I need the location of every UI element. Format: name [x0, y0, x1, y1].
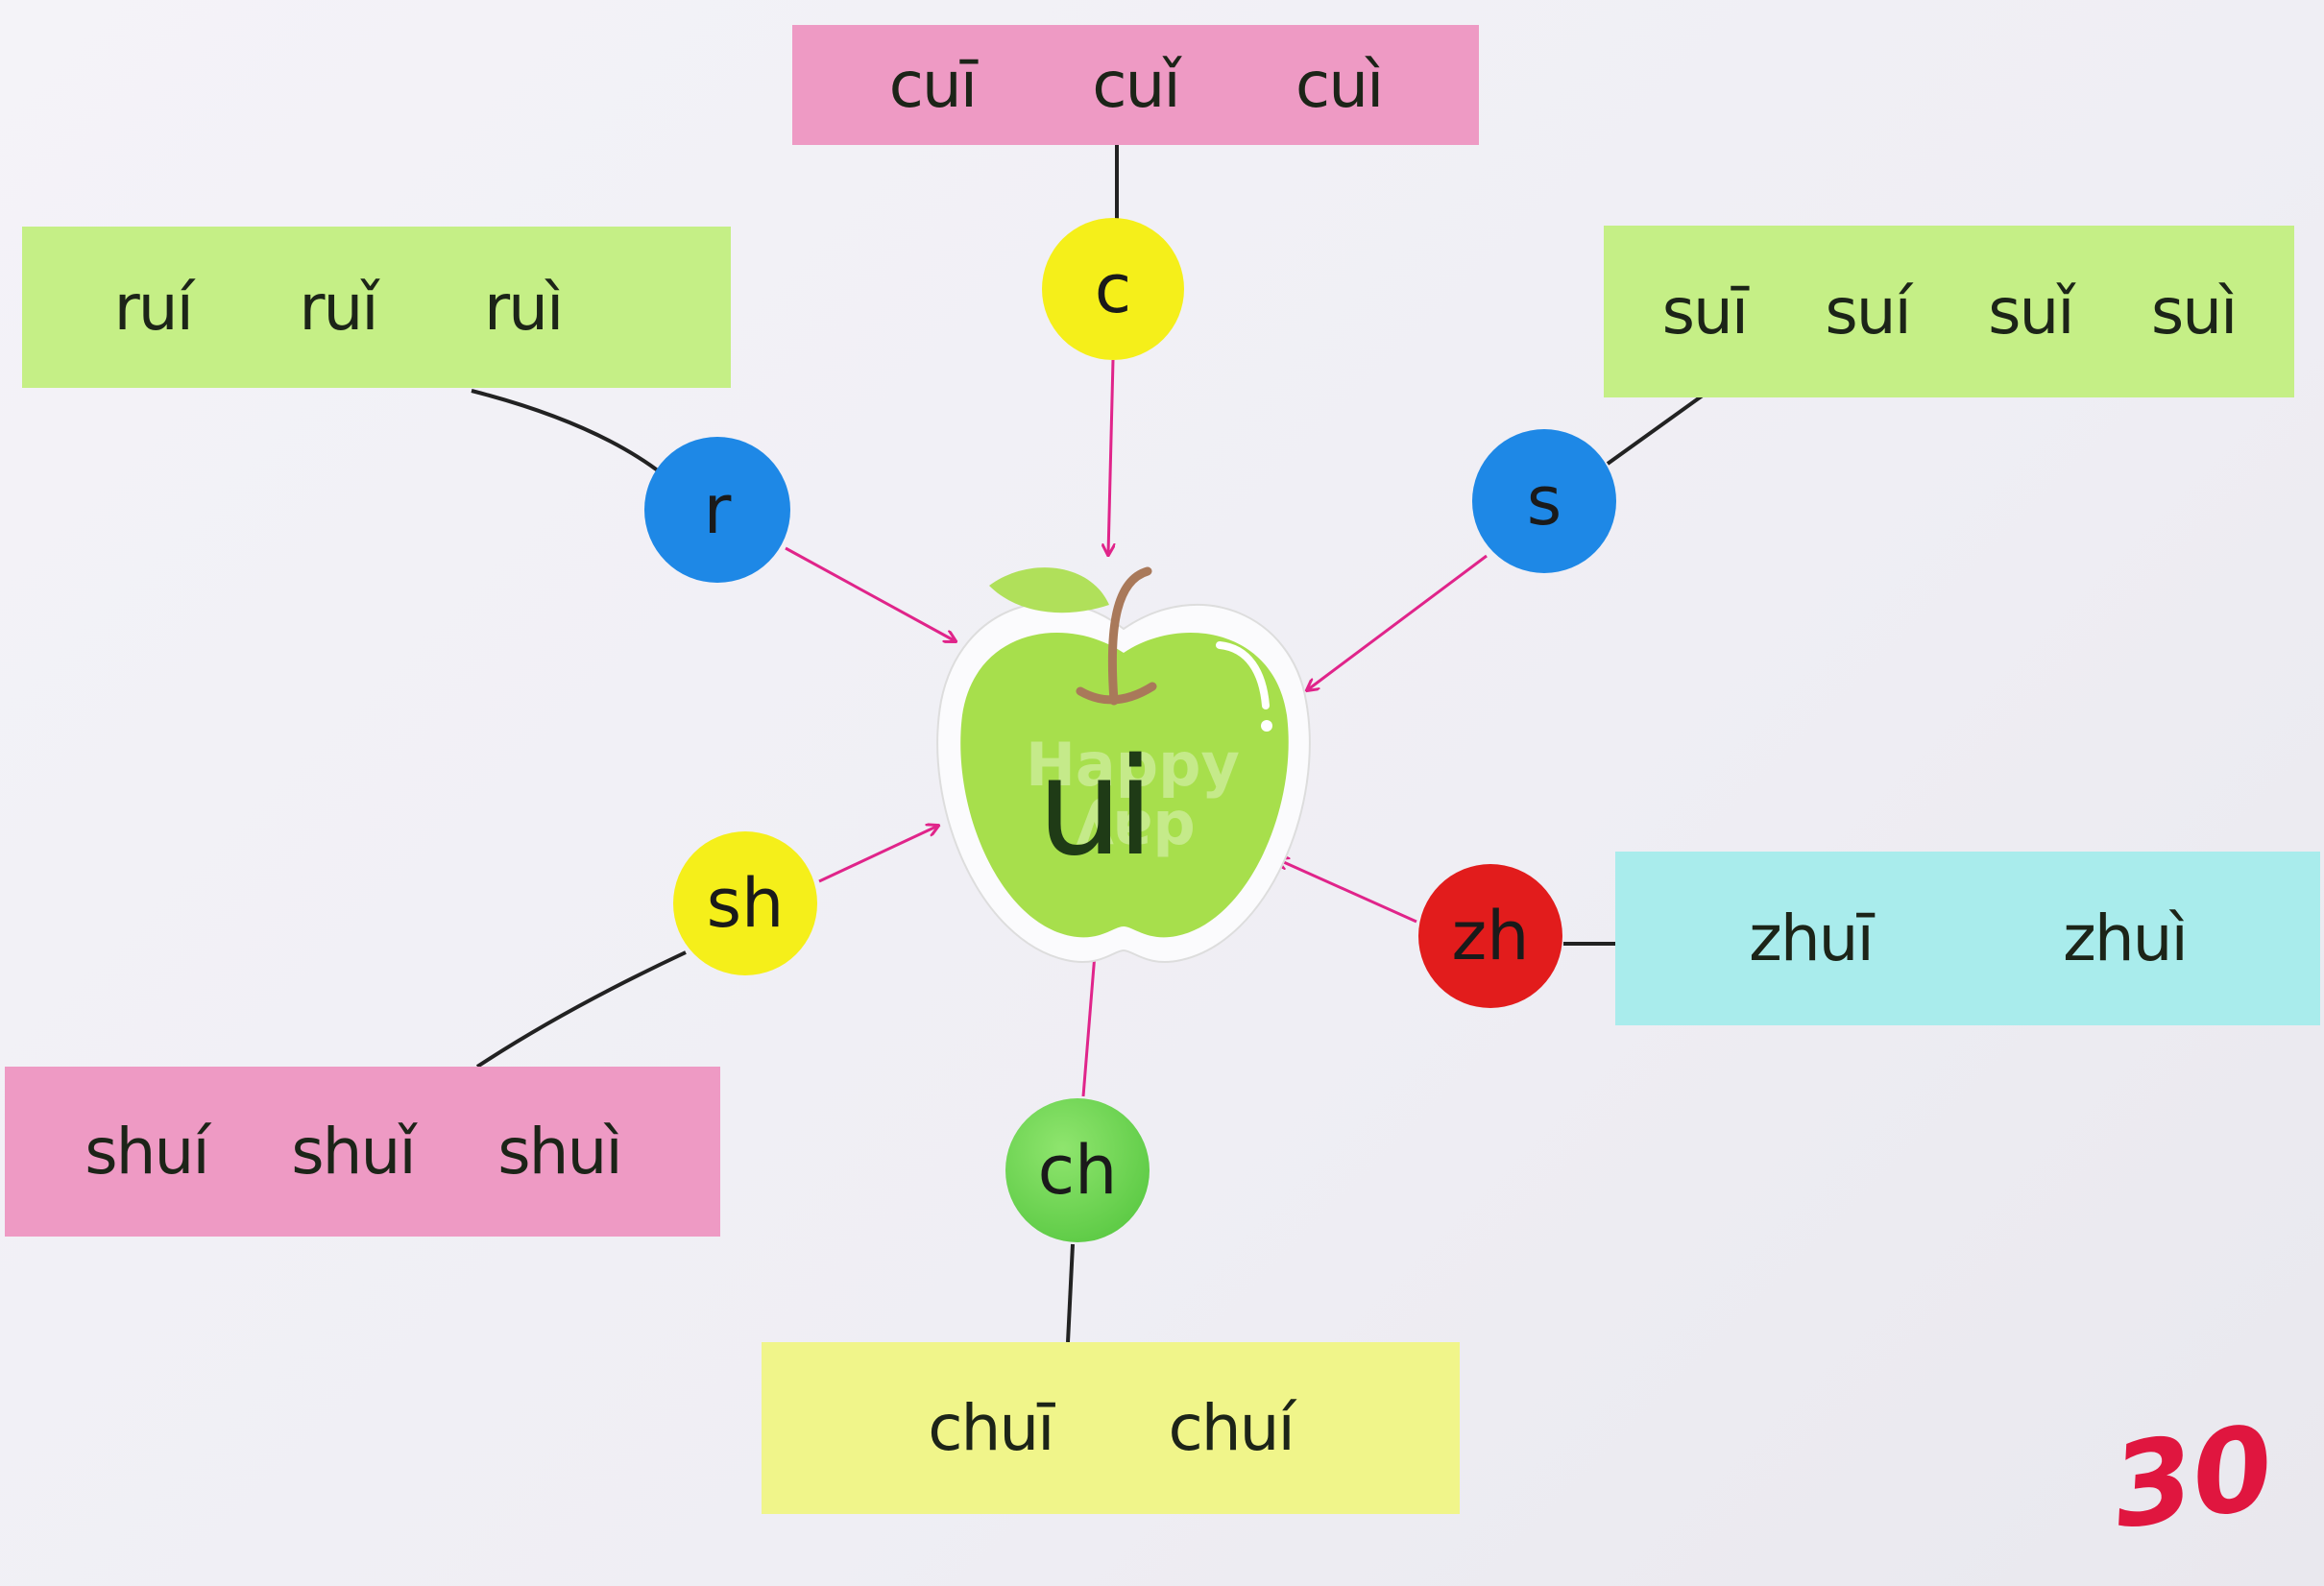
line-r-box — [471, 389, 665, 476]
syllable: chuí — [1168, 1391, 1295, 1465]
syllable: ruǐ — [299, 270, 378, 345]
syllable: shuí — [85, 1115, 209, 1189]
syllable-box-zh: zhuī zhuì — [1615, 852, 2320, 1025]
line-ch-box — [1066, 1243, 1075, 1343]
syllable-box-sh: shuí shuǐ shuì — [5, 1067, 720, 1237]
initial-circle-r: r — [644, 437, 790, 583]
stem — [1076, 566, 1157, 706]
sticker-text-happy: Happy — [1026, 730, 1240, 800]
center-final-label: ui — [1037, 730, 1154, 886]
syllable: shuì — [497, 1115, 622, 1189]
syllable: cuì — [1295, 48, 1384, 122]
arrow-s — [1307, 554, 1488, 690]
leaf-icon — [989, 567, 1109, 613]
initial-circle-zh: zh — [1418, 864, 1562, 1008]
syllable: ruí — [113, 270, 194, 345]
arrow-r — [785, 546, 956, 641]
syllable: shuǐ — [291, 1115, 416, 1189]
syllable-box-s: suī suí suǐ suì — [1604, 226, 2294, 397]
initial-circle-c: c — [1042, 218, 1184, 360]
syllable-box-ch: chuī chuí — [762, 1342, 1460, 1514]
syllable: zhuī — [1749, 901, 1875, 975]
syllable: suì — [2150, 275, 2239, 348]
apple-sticker — [936, 566, 1311, 963]
arrow-zh — [1277, 859, 1417, 924]
page-number: 30 — [2104, 1401, 2282, 1555]
initial-circle-sh: sh — [673, 831, 817, 975]
initial-circle-ch: ch — [1005, 1098, 1150, 1242]
syllable: zhuì — [2063, 901, 2189, 975]
syllable: suī — [1661, 275, 1750, 348]
syllable-box-c: cuī cuǐ cuì — [792, 25, 1479, 145]
syllable-box-r: ruí ruǐ ruì — [22, 227, 731, 388]
syllable: ruì — [483, 270, 564, 345]
syllable: cuī — [888, 48, 978, 122]
syllable: suǐ — [1988, 275, 2075, 348]
syllable: suí — [1825, 275, 1912, 348]
initial-circle-s: s — [1472, 429, 1616, 573]
line-s-box — [1606, 386, 1715, 466]
arrow-sh — [818, 826, 938, 883]
highlight — [1216, 641, 1270, 709]
line-sh-box — [475, 950, 687, 1069]
apple-body — [960, 633, 1289, 938]
syllable: cuǐ — [1092, 48, 1180, 122]
arrow-c — [1108, 359, 1113, 555]
syllable: chuī — [928, 1391, 1054, 1465]
